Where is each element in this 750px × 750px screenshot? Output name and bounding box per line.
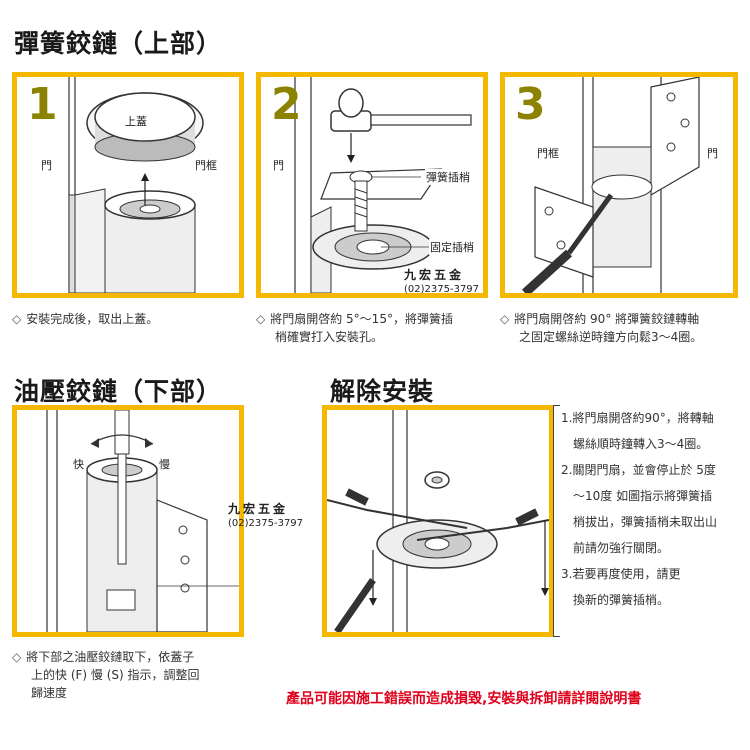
removal-step-line: 前請勿強行關閉。 [573, 541, 670, 555]
fast-label: 快 [73, 458, 84, 471]
slow-label: 慢 [159, 458, 170, 471]
diamond-icon: ◇ [12, 650, 22, 664]
fixed-pin-label: 固定插梢 [429, 239, 475, 255]
watermark-name-2: 九宏五金 [228, 502, 289, 516]
removal-step-line: 3.若要再度使用，請更 [561, 567, 681, 581]
removal-step-line: 換新的彈簧插梢。 [573, 593, 670, 607]
caption-step-3: ◇將門扇開啓約 90° 將彈簧鉸鏈轉軸 之固定螺絲逆時鐘方向鬆3～4圈。 [500, 312, 703, 344]
diamond-icon: ◇ [256, 312, 266, 326]
disclaimer: 產品可能因施工錯誤而造成損毀,安裝與拆卸請詳閱說明書 [286, 691, 642, 707]
watermark-name: 九宏五金 [404, 268, 465, 282]
title-lower-hinge: 油壓鉸鏈（下部） [14, 377, 223, 406]
removal-step-line: 梢拔出，彈簧插梢未取出山 [573, 515, 718, 529]
removal-step-line: 2.關閉門扇，並會停止於 5度 [561, 463, 716, 477]
door-label: 門 [273, 159, 284, 172]
caption-step-1: ◇安裝完成後，取出上蓋。 [12, 312, 159, 326]
step1-illustration [68, 77, 204, 293]
watermark-phone-2: (02)2375-3797 [228, 518, 304, 529]
lower-hinge-illustration [46, 410, 239, 632]
caption-lower-hinge: ◇將下部之油壓鉸鏈取下，依蓋子 上的快 (F) 慢 (S) 指示，調整回 歸速度 [12, 650, 200, 700]
door-label: 門 [707, 147, 718, 160]
cap-label: 上蓋 [125, 115, 147, 128]
watermark-phone: (02)2375-3797 [404, 284, 480, 295]
door-label: 門 [41, 159, 52, 172]
panel-step-3: 3 門框 門 [500, 72, 738, 298]
removal-steps: 1.將門扇開啓約90°，將轉軸 螺絲順時鐘轉入3～4圈。 2.關閉門扇，並會停止… [553, 405, 745, 613]
caption-step-2: ◇將門扇開啓約 5°～15°，將彈簧插 梢確實打入安裝孔。 [256, 312, 453, 344]
steps-bracket [553, 405, 560, 637]
removal-step-line: 螺絲順時鐘轉入3～4圈。 [573, 437, 709, 451]
frame-label: 門框 [195, 159, 217, 172]
removal-step-line: 1.將門扇開啓約90°，將轉軸 [561, 411, 714, 425]
panel-lower-hinge: 快 慢 [12, 405, 244, 637]
diamond-icon: ◇ [12, 312, 22, 326]
spring-pin-label: 彈簧插梢 [425, 169, 471, 185]
removal-illustration [327, 410, 549, 632]
step-number-3: 3 [515, 79, 546, 130]
frame-label: 門框 [537, 147, 559, 160]
step-number-2: 2 [271, 79, 302, 130]
panel-step-2: 2 門 彈簧插梢 固定插梢 [256, 72, 488, 298]
panel-step-1: 1 上蓋 門 門框 [12, 72, 244, 298]
step3-illustration [521, 77, 700, 293]
panel-removal [322, 405, 554, 637]
title-removal: 解除安裝 [330, 377, 435, 406]
step2-illustration [294, 77, 472, 293]
diamond-icon: ◇ [500, 312, 510, 326]
removal-step-line: ～10度 如圖指示將彈簧插 [573, 489, 713, 503]
title-upper-hinge: 彈簧鉸鏈（上部） [14, 29, 223, 58]
step-number-1: 1 [27, 79, 58, 130]
